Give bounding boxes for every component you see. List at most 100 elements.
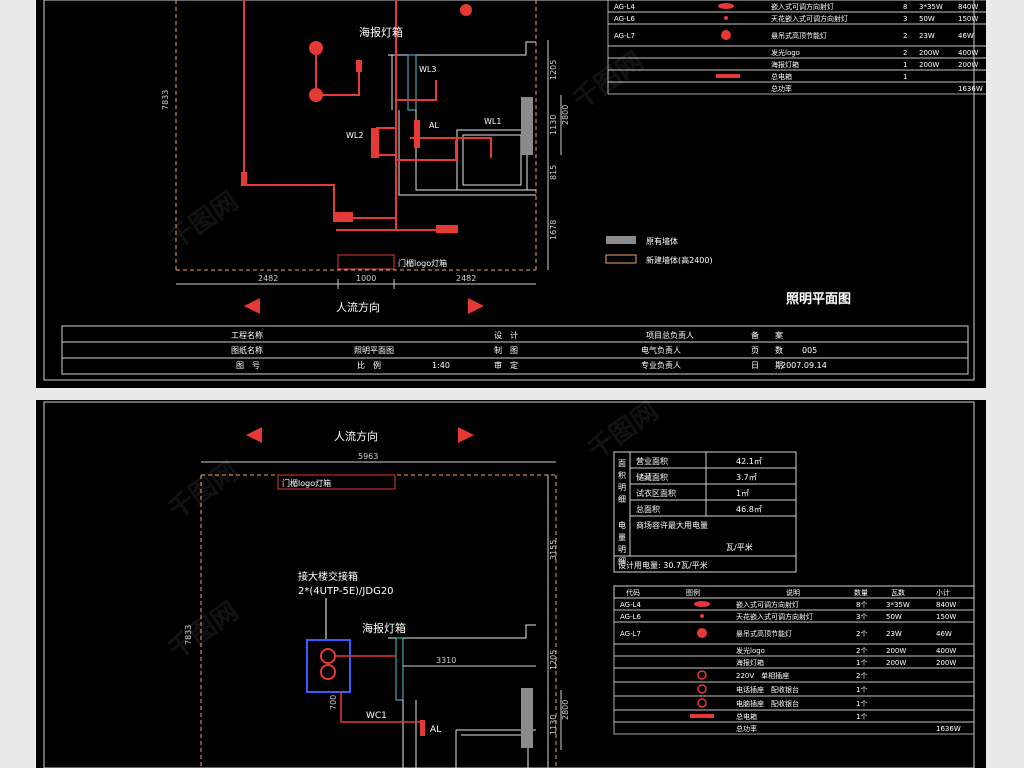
svg-text:2482: 2482 [456,274,476,283]
title-block-cell: 制 图 [494,345,518,355]
label-poster-box-bottom: 海报灯箱 [362,621,406,635]
svg-text:2482: 2482 [258,274,278,283]
legend-total: 200W [936,659,956,667]
title-block-cell: 005 [802,346,817,355]
svg-text:2800: 2800 [561,105,570,125]
area-side-label: 细 [618,494,626,504]
area-value: 1㎡ [736,489,749,498]
ceiling-spot-symbol [724,16,728,20]
spotlight-symbol [694,601,710,607]
legend-watt: 200W [919,49,939,57]
svg-text:千图网: 千图网 [163,186,244,255]
door-logo-box [337,254,395,270]
label-poster-box: 海报灯箱 [359,25,403,39]
svg-text:千图网: 千图网 [583,400,664,466]
svg-text:1678: 1678 [549,220,558,240]
legend-total: 200W [958,61,978,69]
legend-watt: 200W [886,647,906,655]
legend-desc: 220V 单相插座 [736,671,789,680]
power-side-label: 量 [618,533,626,542]
legend-desc: 悬吊式高顶节能灯 [736,629,792,638]
legend-qty: 1 [903,73,907,81]
existing-wall-block [521,97,533,155]
legend-code: AG-L6 [620,613,642,621]
distribution-box-symbol [690,714,714,718]
title-block [61,325,969,375]
wall-structure-bottom [388,624,536,768]
legend-row-box [613,621,975,645]
title-block-cell: 备 案 [751,330,783,340]
title-block-cell: 比 例 [357,360,381,370]
legend-total: 150W [958,15,978,23]
power-side-label: 电 [618,520,626,530]
legend-desc: 电脑插座 配收银台 [736,699,799,708]
svg-text:新建墙体(高2400): 新建墙体(高2400) [646,255,713,265]
legend-code: AG-L7 [620,630,641,638]
area-label: 储藏面积 [636,472,668,482]
title-block-cell: 1:40 [432,361,450,370]
legend-total: 400W [936,647,956,655]
distribution-box-symbol [716,74,740,78]
title-block-cell: 日 期 [751,361,783,370]
legend-desc: 悬吊式高顶节能灯 [771,31,827,40]
svg-text:1000: 1000 [356,274,376,283]
legend-desc: 总功率 [736,724,757,733]
label-exchange-cable: 2*(4UTP-5E)/JDG20 [298,586,394,597]
legend-header-cell: 说明 [786,588,800,597]
dimension-top: 5963 [201,452,556,463]
legend-qty: 2个 [856,672,867,680]
legend-header-cell: 图例 [686,588,700,597]
socket-symbol [697,684,707,694]
title-block-cell: 图纸名称 [231,345,263,355]
legend-row: 电脑插座 配收银台 1个 [613,695,975,711]
svg-text:人流方向: 人流方向 [336,300,380,314]
power-line2: 瓦/平米 [726,542,753,552]
legend-watt: 23W [886,630,902,638]
legend-header-cell: 代码 [626,588,640,597]
area-side-label: 明 [618,483,626,492]
legend-desc: 发光logo [771,48,800,57]
drawing-title: 照明平面图 [786,292,851,307]
legend-qty: 1个 [856,659,867,667]
svg-text:3310: 3310 [436,656,456,665]
legend-qty: 1个 [856,700,867,708]
legend-qty: 1个 [856,686,867,694]
power-side-label: 明 [618,545,626,554]
legend-desc: 总电箱 [736,712,757,721]
area-table-frame [613,451,797,573]
wall-structure [388,41,536,196]
legend-qty: 2个 [856,630,867,638]
legend-desc: 海报灯箱 [771,60,799,69]
dimension-bottom: 2482 1000 2482 [176,274,536,289]
legend-desc: 总电箱 [771,72,792,81]
socket-symbols [320,648,396,680]
legend-desc: 嵌入式可调方向射灯 [771,2,834,11]
title-block-cell: 项目总负责人 [646,330,694,340]
legend-qty: 1 [903,61,907,69]
dim-left: 7833 [161,90,170,110]
title-block-cell: 电气负责人 [641,345,681,355]
legend-desc: 总功率 [771,84,792,93]
legend-qty: 2 [903,32,907,40]
lighting-plan-top: 海报灯箱 WL3 WL2 WL1 AL 门楣logo灯箱 2482 1000 2… [43,0,986,381]
svg-text:1205: 1205 [549,60,558,80]
title-block-cell: 专业负责人 [641,360,681,370]
label-wl2: WL2 [346,131,363,140]
drawing-sheet-top: 海报灯箱 WL3 WL2 WL1 AL 门楣logo灯箱 2482 1000 2… [36,0,986,388]
flow-direction: 人流方向 [244,298,484,314]
area-label: 试衣区面积 [636,488,676,498]
flow-direction-bottom: 人流方向 [246,427,474,443]
legend-watt: 200W [919,61,939,69]
socket-symbol [697,670,707,680]
fixture-symbols [241,4,472,233]
svg-text:1130: 1130 [549,115,558,135]
legend-row-box [607,69,986,83]
area-label: 总面积 [636,504,660,514]
area-value: 42.1㎡ [736,457,762,466]
